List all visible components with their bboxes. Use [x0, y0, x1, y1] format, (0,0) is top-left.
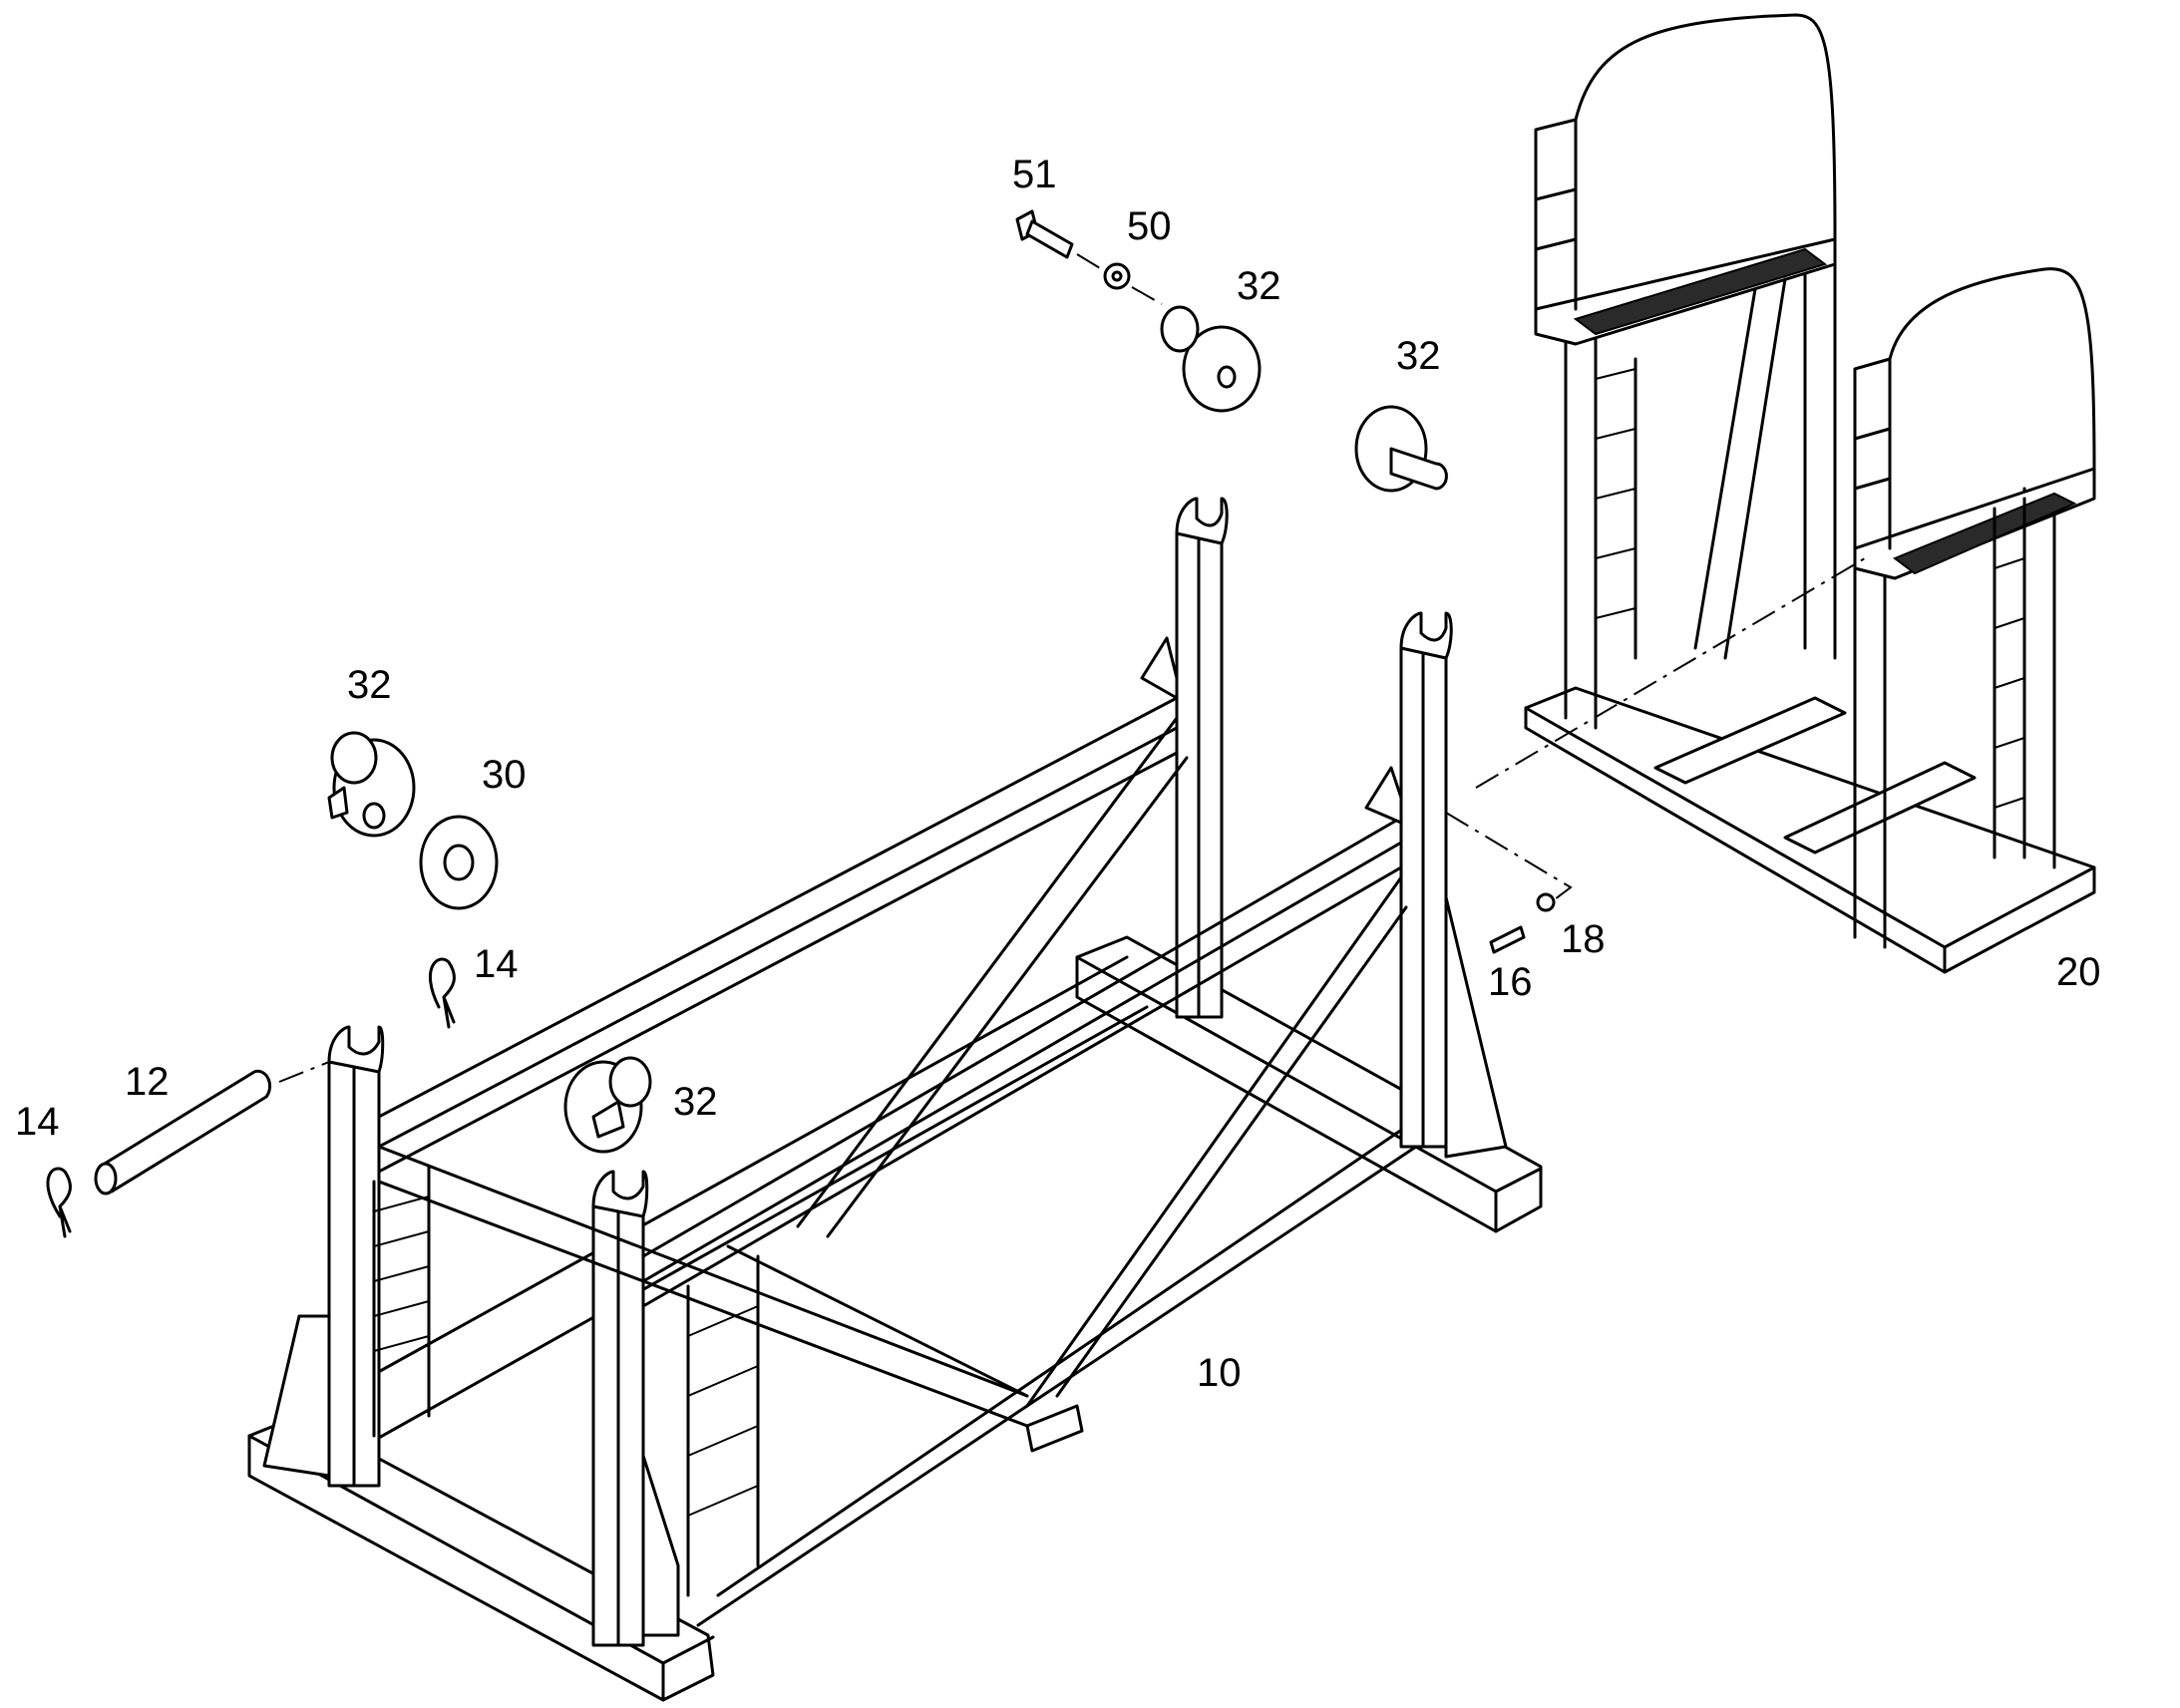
callout-32-left: 32	[347, 663, 392, 707]
ladder-front-right	[686, 1254, 760, 1597]
post-rear-right	[1399, 611, 1508, 1159]
screw-16	[1489, 925, 1526, 954]
flange-32-left	[327, 731, 416, 838]
bottom-rail-left	[297, 955, 1129, 1418]
callout-51: 51	[1012, 153, 1057, 196]
post-front-right	[591, 1170, 680, 1647]
main-frame-assembly	[247, 497, 1543, 1702]
flange-32-front	[563, 1056, 652, 1154]
clip-14-upper	[428, 957, 456, 1029]
callout-30: 30	[482, 753, 527, 797]
callout-14-upper: 14	[474, 942, 519, 986]
top-rail-left	[377, 696, 1179, 1119]
platform-leader-line	[1475, 557, 1866, 789]
bolt-51	[1015, 209, 1074, 259]
flange-32-top	[1160, 305, 1262, 413]
washer-18	[1536, 892, 1556, 912]
post-rear-left	[1175, 497, 1229, 1019]
clip-14-lower	[46, 1167, 72, 1238]
pin-12	[94, 1069, 272, 1196]
bottom-rail-right	[696, 1145, 1418, 1627]
flange-32-mid	[1354, 405, 1448, 493]
callout-32-top: 32	[1237, 264, 1281, 308]
top-rail-right	[641, 816, 1403, 1258]
platform-grating-front	[1892, 492, 2077, 575]
washer-30	[419, 815, 499, 910]
screw-leader-line	[1445, 812, 1573, 903]
diagonal-brace-right	[1025, 875, 1408, 1408]
callout-10: 10	[1197, 1351, 1242, 1395]
ladder-front-left	[372, 1165, 431, 1438]
pin-leader-line	[278, 1061, 330, 1083]
washer-50	[1103, 262, 1131, 290]
callout-16: 16	[1488, 960, 1533, 1004]
platform-grating-rear	[1573, 247, 1828, 336]
callout-32-mid: 32	[1396, 334, 1441, 378]
cross-brace-floor	[377, 1145, 1029, 1428]
post-front-left	[262, 1025, 385, 1488]
callout-18: 18	[1561, 917, 1606, 961]
callout-14-lower: 14	[15, 1100, 60, 1144]
callout-20: 20	[2056, 950, 2101, 994]
callout-50: 50	[1127, 204, 1172, 248]
platform-assembly-20	[1524, 13, 2096, 974]
callout-12: 12	[125, 1060, 170, 1104]
bolt-leader-line	[1076, 253, 1163, 305]
callout-32-front: 32	[673, 1080, 718, 1124]
diagonal-brace-rear	[796, 716, 1189, 1238]
